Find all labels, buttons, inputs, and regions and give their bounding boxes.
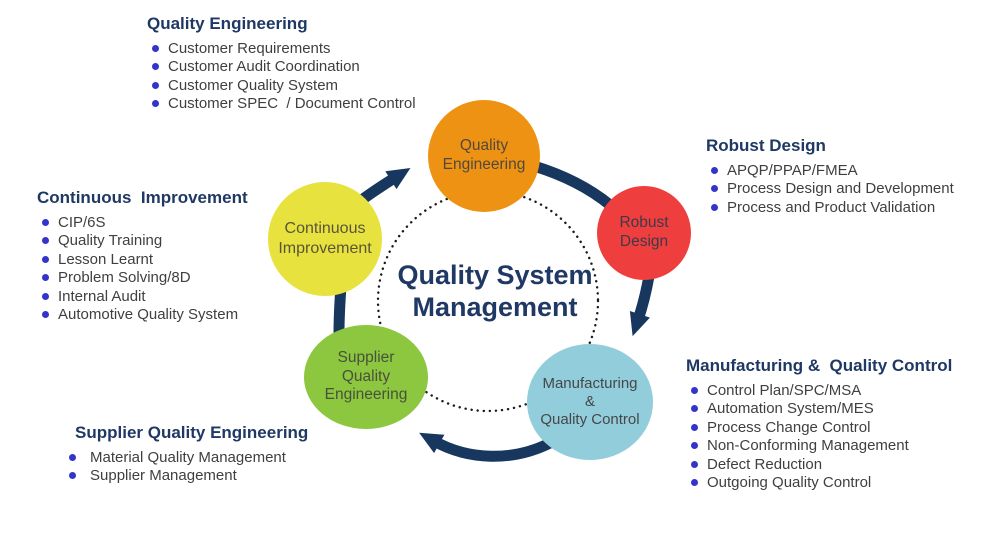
arrow-quality-engineering-to-robust-design xyxy=(532,160,614,210)
circle-supplier-quality-engineering: Supplier Quality Engineering xyxy=(304,325,428,429)
section-robust-design-heading: Robust Design xyxy=(706,136,826,155)
circle-continuous-improvement-label: Continuous Improvement xyxy=(278,220,372,257)
list-item: Supplier Management xyxy=(69,467,308,486)
list-item: APQP/PPAP/FMEA xyxy=(711,161,954,180)
arrow-robust-design-to-manufacturing xyxy=(629,275,655,337)
list-item: Quality Training xyxy=(42,232,248,251)
bullet-icon xyxy=(152,63,159,71)
bullet-icon xyxy=(691,460,698,468)
bullet-icon xyxy=(691,479,698,487)
bullet-icon xyxy=(152,100,159,108)
circle-quality-engineering: Quality Engineering xyxy=(428,100,540,212)
section-quality-engineering: Quality Engineering Customer Requirement… xyxy=(147,14,416,113)
list-item: Control Plan/SPC/MSA xyxy=(691,381,952,400)
bullet-icon xyxy=(42,311,49,319)
bullet-icon xyxy=(69,453,76,461)
circle-manufacturing-quality-control: Manufacturing & Quality Control xyxy=(527,344,653,460)
list-item: Lesson Learnt xyxy=(42,250,248,269)
section-manufacturing-quality-control-heading: Manufacturing & Quality Control xyxy=(686,356,953,375)
bullet-icon xyxy=(711,185,718,193)
list-item: Defect Reduction xyxy=(691,455,952,474)
list-item: CIP/6S xyxy=(42,213,248,232)
list-item: Automotive Quality System xyxy=(42,306,248,325)
list-item: Customer SPEC / Document Control xyxy=(152,95,416,114)
page-title: Quality System Management xyxy=(397,260,593,322)
bullet-icon xyxy=(42,255,49,263)
circle-continuous-improvement: Continuous Improvement xyxy=(268,182,382,296)
circle-supplier-quality-engineering-label: Supplier Quality Engineering xyxy=(324,348,408,404)
list-item: Process Design and Development xyxy=(711,180,954,199)
section-robust-design-list: APQP/PPAP/FMEA Process Design and Develo… xyxy=(706,161,954,217)
section-robust-design: Robust Design APQP/PPAP/FMEA Process Des… xyxy=(706,136,954,217)
list-item: Process and Product Validation xyxy=(711,198,954,217)
section-manufacturing-quality-control-list: Control Plan/SPC/MSA Automation System/M… xyxy=(686,381,952,492)
list-item: Customer Requirements xyxy=(152,39,416,58)
list-item: Automation System/MES xyxy=(691,400,952,419)
section-continuous-improvement-heading: Continuous Improvement xyxy=(37,188,248,207)
bullet-icon xyxy=(711,166,718,174)
list-item: Outgoing Quality Control xyxy=(691,474,952,493)
section-supplier-quality-engineering-heading: Supplier Quality Engineering xyxy=(75,423,309,442)
list-item: Customer Quality System xyxy=(152,76,416,95)
bullet-icon xyxy=(152,44,159,52)
section-continuous-improvement-list: CIP/6S Quality Training Lesson Learnt Pr… xyxy=(37,213,248,324)
list-item: Customer Audit Coordination xyxy=(152,58,416,77)
bullet-icon xyxy=(152,81,159,89)
list-item: Non-Conforming Management xyxy=(691,437,952,456)
section-quality-engineering-heading: Quality Engineering xyxy=(147,14,308,33)
bullet-icon xyxy=(42,292,49,300)
circle-robust-design: Robust Design xyxy=(597,186,691,280)
list-item: Internal Audit xyxy=(42,287,248,306)
bullet-icon xyxy=(711,203,718,211)
bullet-icon xyxy=(42,218,49,226)
circle-manufacturing-quality-control-label: Manufacturing & Quality Control xyxy=(540,374,640,429)
arrow-manufacturing-to-supplier xyxy=(419,432,553,462)
section-quality-engineering-list: Customer Requirements Customer Audit Coo… xyxy=(147,39,416,113)
section-continuous-improvement: Continuous Improvement CIP/6S Quality Tr… xyxy=(37,188,248,324)
section-manufacturing-quality-control: Manufacturing & Quality Control Control … xyxy=(686,356,952,492)
bullet-icon xyxy=(691,386,698,394)
circle-quality-engineering-label: Quality Engineering xyxy=(442,137,526,173)
bullet-icon xyxy=(691,423,698,431)
list-item: Problem Solving/8D xyxy=(42,269,248,288)
bullet-icon xyxy=(69,472,76,480)
section-supplier-quality-engineering-list: Material Quality Management Supplier Man… xyxy=(69,448,308,485)
circle-robust-design-label: Robust Design xyxy=(619,214,669,250)
list-item: Material Quality Management xyxy=(69,448,308,467)
bullet-icon xyxy=(42,274,49,282)
bullet-icon xyxy=(691,405,698,413)
list-item: Process Change Control xyxy=(691,418,952,437)
section-supplier-quality-engineering: Supplier Quality Engineering Material Qu… xyxy=(69,423,309,485)
bullet-icon xyxy=(691,442,698,450)
bullet-icon xyxy=(42,237,49,245)
